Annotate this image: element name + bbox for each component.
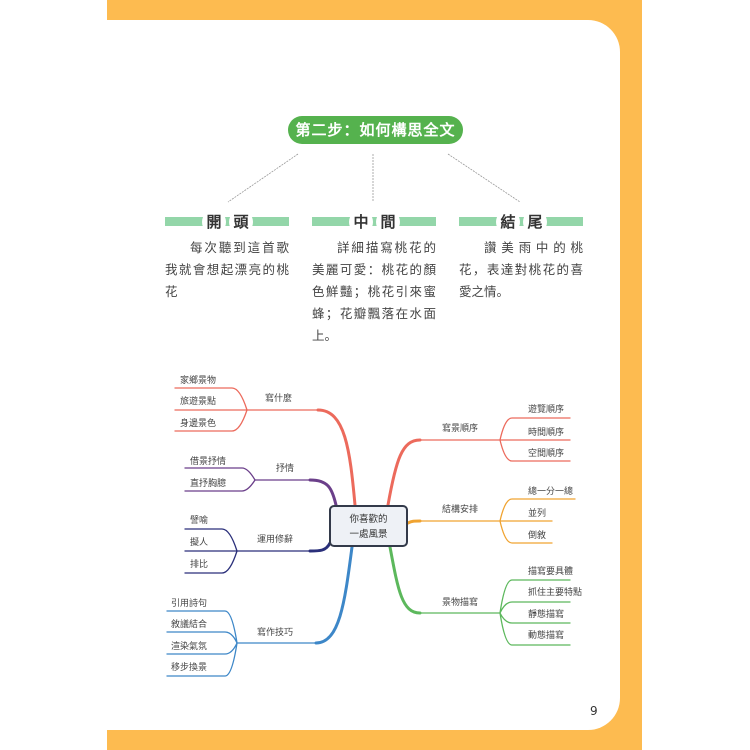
- branch-label: 抒情: [276, 462, 294, 474]
- branch-lyric: [184, 467, 338, 507]
- leaf-label: 並列: [528, 507, 546, 519]
- header-bar: [459, 217, 583, 226]
- leaf-label: 靜態描寫: [528, 608, 564, 620]
- leaf-label: 排比: [190, 558, 208, 570]
- branch-order: [386, 417, 571, 507]
- leaf-label: 移步換景: [171, 661, 207, 673]
- leaf-label: 敘議結合: [171, 618, 207, 630]
- connector-line: [447, 153, 521, 203]
- branch-what-to-write: [174, 387, 357, 507]
- section-heading-char: 中: [349, 210, 373, 234]
- branch-label: 結構安排: [442, 503, 478, 515]
- page-number: 9: [590, 704, 598, 718]
- leaf-label: 空間順序: [528, 447, 564, 459]
- leaf-label: 譬喻: [190, 514, 208, 526]
- branch-scenery: [388, 545, 571, 646]
- branch-label: 景物描寫: [442, 596, 478, 608]
- leaf-label: 總一分一總: [528, 485, 573, 497]
- section-text: 讚美雨中的桃花，表達對桃花的喜愛之情。: [459, 240, 583, 299]
- center-line: 你喜歡的: [349, 514, 388, 525]
- leaf-label: 擬人: [190, 537, 208, 548]
- section-heading-char: 間: [376, 210, 400, 234]
- leaf-label: 渲染氣氛: [171, 640, 207, 652]
- section-text: 每次聽到這首歌我就會想起漂亮的桃花: [165, 240, 289, 299]
- leaf-label: 身邊景色: [180, 417, 216, 429]
- leaf-label: 倒敘: [528, 529, 546, 541]
- branch-label: 寫作技巧: [257, 626, 293, 638]
- center-line: 一處風景: [349, 529, 388, 540]
- leaf-label: 借景抒情: [190, 455, 226, 467]
- leaf-label: 動態描寫: [528, 629, 564, 641]
- leaf-label: 直抒胸臆: [190, 477, 226, 489]
- leaf-label: 遊覽順序: [528, 403, 564, 415]
- leaf-label: 時間順序: [528, 426, 564, 438]
- connector-line: [227, 153, 299, 203]
- branch-technique: [166, 545, 354, 677]
- branch-label: 寫什麼: [265, 392, 292, 404]
- leaf-label: 抓住主要特點: [528, 586, 582, 598]
- mind-map-center: 你喜歡的 一處風景: [329, 505, 408, 547]
- section-text: 詳細描寫桃花的美麗可愛：桃花的顏色鮮豔；桃花引來蜜蜂；花瓣飄落在水面上。: [312, 240, 436, 343]
- leaf-label: 引用詩句: [171, 597, 207, 609]
- branch-structure: [406, 498, 576, 544]
- section-heading-char: 頭: [229, 210, 253, 234]
- branch-label: 運用修辭: [257, 533, 293, 545]
- leaf-label: 旅遊景點: [180, 395, 216, 407]
- leaf-label: 家鄉景物: [180, 374, 216, 386]
- section-heading-char: 尾: [523, 210, 547, 234]
- branch-label: 寫景順序: [442, 422, 478, 434]
- header-bar: [165, 217, 289, 226]
- header-bar: [312, 217, 436, 226]
- section-heading-char: 結: [496, 210, 520, 234]
- branch-rhetoric: [184, 528, 332, 574]
- leaf-label: 描寫要具體: [528, 565, 573, 577]
- section-heading-char: 開: [202, 210, 226, 234]
- step-title: 第二步：如何構思全文: [288, 116, 463, 144]
